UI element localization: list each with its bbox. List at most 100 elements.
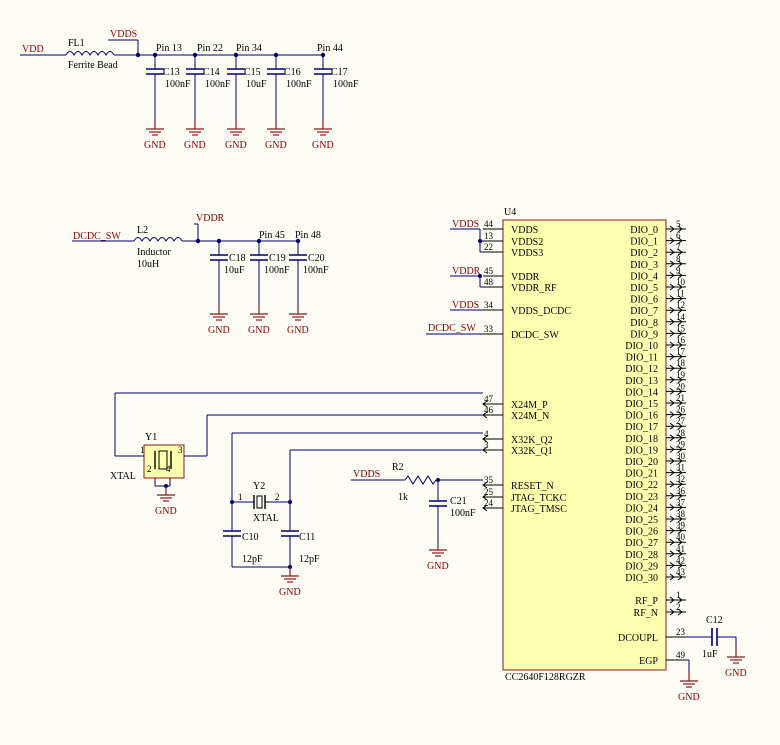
ground-c14: GND xyxy=(184,120,206,151)
svg-text:4: 4 xyxy=(166,464,171,474)
pin-name: DIO_4 xyxy=(630,271,658,282)
pin-number: 43 xyxy=(676,567,686,577)
ferrite-bead-fl1 xyxy=(65,51,115,57)
l2-ref: L2 xyxy=(137,225,148,236)
pin-name: DIO_11 xyxy=(626,353,658,364)
pin-number: 14 xyxy=(676,312,686,322)
y2-value: XTAL xyxy=(253,513,279,524)
dcoupl-network: C12 1uF xyxy=(686,615,737,672)
r2-value: 1k xyxy=(398,492,408,503)
pin-label: Pin 13 xyxy=(156,43,182,54)
r2-ref: R2 xyxy=(392,462,404,473)
pin-number: 31 xyxy=(676,463,685,473)
pin-number: 30 xyxy=(676,451,686,461)
pin-number: 44 xyxy=(484,219,494,229)
u4-body xyxy=(502,219,667,671)
pin-name: DIO_2 xyxy=(630,248,658,259)
vdds-decoupling-section: VDD FL1 Ferrite Bead VDDS C13100nFC14100… xyxy=(20,29,359,120)
c21-value: 100nF xyxy=(450,508,476,519)
pin-number: 18 xyxy=(676,358,686,368)
pin-label: Pin 34 xyxy=(236,43,262,54)
pin-name: X24M_P xyxy=(511,400,548,411)
pin-name: DIO_20 xyxy=(625,457,658,468)
gnd-label: GND xyxy=(208,325,230,336)
net-label-vdds-u4: VDDS xyxy=(452,219,479,230)
cap-ref: C15 xyxy=(244,67,261,78)
pin-name: DIO_15 xyxy=(625,399,658,410)
pin-name: VDDS xyxy=(511,225,538,236)
pin-name: EGP xyxy=(639,656,658,667)
u4-part-number: CC2640F128RGZR xyxy=(505,672,586,683)
pin-name: DIO_12 xyxy=(625,364,658,375)
pin-name: DCDC_SW xyxy=(511,330,559,341)
pin-name: DIO_22 xyxy=(625,480,658,491)
pin-number: 1 xyxy=(676,590,681,600)
pin-name: DIO_14 xyxy=(625,387,658,398)
c11-value: 12pF xyxy=(299,554,320,565)
pin-name: DIO_23 xyxy=(625,492,658,503)
pin-name: DIO_10 xyxy=(625,341,658,352)
ground-c21: GND xyxy=(427,541,449,572)
pin-number: 9 xyxy=(676,265,681,275)
pin-label: Pin 22 xyxy=(197,43,223,54)
pin-label: Pin 44 xyxy=(317,43,343,54)
pin-name: JTAG_TCKC xyxy=(511,493,567,504)
c12-value: 1uF xyxy=(702,649,718,660)
pin-number: 25 xyxy=(484,487,494,497)
pin-number: 48 xyxy=(484,277,494,287)
pin-number: 20 xyxy=(676,381,686,391)
pin-name: X24M_N xyxy=(511,411,549,422)
pin-name: DIO_16 xyxy=(625,411,658,422)
pin-number: 15 xyxy=(676,323,686,333)
y1-value: XTAL xyxy=(110,471,136,482)
ground-c12: GND xyxy=(725,648,747,679)
pin-number: 42 xyxy=(676,555,685,565)
net-label-vdd: VDD xyxy=(22,44,44,55)
gnd-label: GND xyxy=(225,140,247,151)
svg-text:2: 2 xyxy=(275,492,280,502)
fl1-ref: FL1 xyxy=(68,38,85,49)
u4-pin-rf_n: 2RF_N xyxy=(634,602,686,619)
pin-name: DIO_8 xyxy=(630,318,658,329)
gnd-label: GND xyxy=(155,506,177,517)
pin-number: 17 xyxy=(676,347,686,357)
pin-name: DIO_19 xyxy=(625,445,658,456)
pin-number: 37 xyxy=(676,497,686,507)
pin-number: 26 xyxy=(676,405,686,415)
u4-mcu: U4 CC2640F128RGZR 44VDDS13VDDS222VDDS345… xyxy=(482,207,686,683)
pin-number: 10 xyxy=(676,277,686,287)
svg-text:1: 1 xyxy=(238,492,243,502)
ground-egp: GND xyxy=(678,672,700,703)
gnd-label: GND xyxy=(725,668,747,679)
c10-value: 12pF xyxy=(242,554,263,565)
cap-value: 100nF xyxy=(165,79,191,90)
gnd-label: GND xyxy=(144,140,166,151)
svg-text:3: 3 xyxy=(178,445,183,455)
pin-number: 24 xyxy=(484,498,494,508)
pin-name: X32K_Q1 xyxy=(511,446,553,457)
